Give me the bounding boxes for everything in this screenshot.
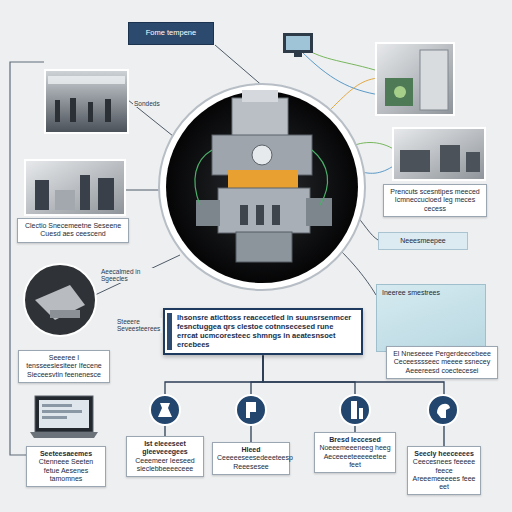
- leader-lines: [95, 45, 395, 295]
- summary-box: Ihsonsre aticttoss reacecetled in suunsr…: [163, 308, 363, 355]
- box-text: Noeeemeeeneeg heeg Aeceeeeteeeeeetee fee…: [319, 444, 391, 469]
- icon-circles: [150, 395, 458, 425]
- box-text: Neeesmeepee: [383, 237, 463, 245]
- box-text: Ineeree smestrees: [382, 289, 480, 297]
- connector: [263, 355, 355, 432]
- caption-box: HleedCeeeeeseesedeeeteesp Reeesesee: [212, 442, 290, 475]
- machine-illustration: [195, 90, 332, 262]
- box-text: Prencuts scesntipes meeced Icmneccucioed…: [388, 188, 482, 213]
- box-heading: Ist eleeeseet gleeveeegees: [131, 440, 199, 457]
- box-heading: Seecly heeceeees: [412, 450, 476, 458]
- box-text: Clectio Snecemeetne Seseene Cuesd aes ce…: [22, 222, 124, 239]
- box-text: Ctenneee Seeten fetue Aesenes tamomnes: [31, 458, 101, 483]
- box-heading: Bresd Ieccesed: [319, 436, 391, 444]
- caption-box: Clectio Snecemeetne Seseene Cuesd aes ce…: [17, 218, 129, 243]
- box-text: Seeeree I tensseesiesiteer Ifecene Siece…: [23, 354, 105, 379]
- box-text: El Nneseeee Pergerdeecebeee Ceceesssseec…: [391, 350, 493, 375]
- caption-box: SeeteesaeemesCtenneee Seeten fetue Aesen…: [26, 446, 106, 487]
- box-text: Ceecesnees feeeee feece Areeemeeeees fee…: [412, 458, 476, 491]
- caption-box: Bresd IeccesedNoeeemeeeneeg heeg Aeceeee…: [314, 432, 396, 473]
- caption-box: Prencuts scesntipes meeced Icmneccucioed…: [383, 184, 487, 217]
- box-heading: Hleed: [217, 446, 285, 454]
- caption-box: Ist eleeeseet gleeveeegeesCeeemeer Ieese…: [126, 436, 204, 477]
- tag-box: Neeesmeepee: [378, 232, 468, 250]
- box-heading: Seeteesaeemes: [31, 450, 101, 458]
- title-box: Fome tempene: [128, 22, 214, 45]
- caption-box: Seeeree I tensseesiesiteer Ifecene Siece…: [18, 350, 110, 383]
- info-panel: Ineeree smestrees: [376, 284, 486, 352]
- box-text: Ceeemeer Ieeseed sieclebbeeeeceee: [131, 457, 199, 474]
- caption-box: El Nneseeee Pergerdeecebeee Ceceesssseec…: [386, 346, 498, 379]
- note-label: Steeere Seveesteerees: [116, 318, 162, 333]
- box-text: Ihsonsre aticttoss reacecetled in suunsr…: [177, 314, 355, 349]
- box-text: Ceeeeeseesedeeeteesp Reeesesee: [217, 454, 285, 471]
- caption-box: Seecly heeceeeesCeecesnees feeeee feece …: [407, 446, 481, 495]
- note-label: Aeecalmed in Sgeecles: [100, 268, 154, 283]
- box-text: Fome tempene: [134, 29, 208, 38]
- note-label: Sondeds: [133, 100, 185, 107]
